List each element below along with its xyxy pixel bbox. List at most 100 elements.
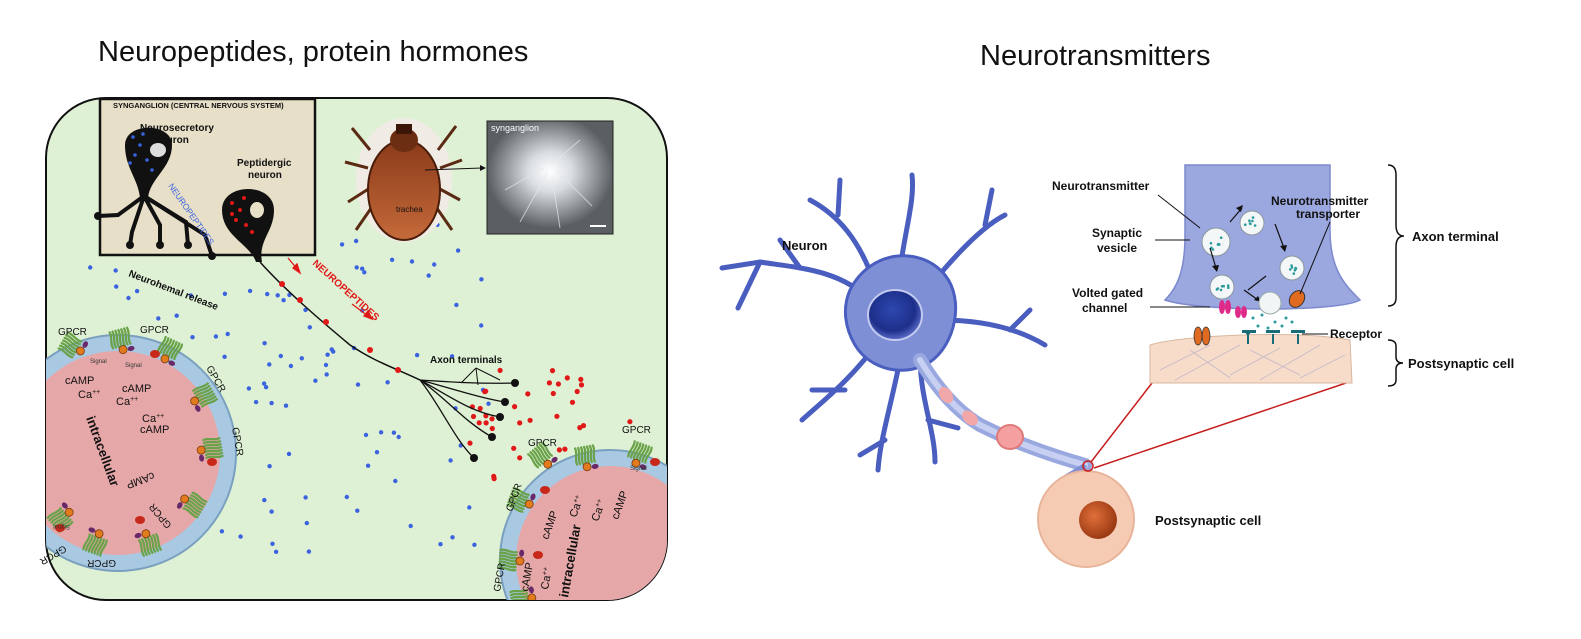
gpcr-glyph	[497, 548, 525, 572]
gpcr-glyph	[506, 487, 536, 513]
synaptic-vesicle-label-1: Synaptic	[1092, 226, 1142, 240]
neuropeptide-dot-blue	[360, 266, 365, 271]
neuropeptide-dot-red	[578, 376, 584, 382]
neuropeptide-dot-red	[546, 380, 553, 386]
gpcr-label: GPCR	[229, 427, 245, 457]
neuropeptide-dot-blue	[472, 542, 477, 547]
neuropeptide-dot-blue	[323, 362, 329, 368]
signal-label: Signal	[90, 359, 107, 365]
zoom-lines	[1090, 382, 1347, 469]
gpcr-label: GPCR	[492, 562, 508, 592]
vesicle	[1239, 210, 1265, 236]
neuropeptide-dot-blue	[114, 284, 119, 289]
neuropeptide-dot-red	[483, 420, 489, 426]
neuropeptide-dot-red	[556, 447, 563, 453]
gpcr-glyph	[196, 436, 225, 462]
signal-marker	[135, 516, 145, 524]
neurotransmitter-dot	[1222, 284, 1225, 288]
signal-label: Signal	[125, 363, 142, 369]
neuropeptide-dot-red	[491, 473, 497, 479]
synapse-detail: Neurotransmitter Synaptic vesicle Volted…	[1052, 164, 1382, 384]
camp-label: cAMP	[140, 424, 169, 436]
axon-terminals-label: Axon terminals	[430, 355, 503, 366]
neuropeptide-dot-blue	[283, 403, 289, 408]
neurosecretory-label-2: neuron	[155, 135, 189, 146]
neurotransmitter-dot	[1290, 264, 1293, 267]
neuropeptide-dot-red	[482, 389, 488, 395]
right-panel-title: Neurotransmitters	[980, 40, 1211, 72]
neuropeptide-dot-blue	[265, 291, 270, 297]
neuropeptide-dot-red	[467, 440, 473, 446]
volted-gated-label-2: channel	[1082, 301, 1127, 315]
synaptic-vesicles	[1201, 210, 1305, 300]
cell-left	[46, 334, 237, 572]
neuropeptide-dot-blue	[288, 363, 294, 369]
neuropeptide-dot-blue	[304, 520, 309, 526]
neuropeptide-dot-blue	[275, 293, 280, 298]
neurotransmitter-dot	[1227, 286, 1230, 290]
neuropeptide-dot-blue	[414, 352, 420, 358]
axon-terminal-label: Axon terminal	[1412, 229, 1499, 244]
neuropeptide-dot-blue	[156, 316, 161, 321]
neurotransmitter-dot	[1219, 288, 1223, 292]
neurotransmitter-dot	[1253, 224, 1257, 227]
neuropeptide-dot-blue	[389, 257, 395, 262]
gpcr-label: GPCR	[528, 438, 557, 449]
neurotransmitter-dot	[1294, 267, 1298, 271]
neuropeptide-dot-blue	[213, 334, 219, 339]
neuropeptide-dot-blue	[247, 288, 253, 294]
neuropeptide-dot-blue	[325, 352, 330, 357]
camp-label: cAMP	[65, 375, 94, 387]
neuropeptide-dot-blue	[134, 288, 140, 294]
neuropeptide-dot-red	[489, 425, 495, 432]
neurosecretory-label-1: Neurosecretory	[140, 123, 214, 134]
neuropeptide-dot-blue	[222, 354, 227, 359]
ca-label: Ca++	[116, 396, 138, 408]
neurotransmitter-dot	[1248, 219, 1251, 222]
signal-marker	[540, 486, 550, 494]
gpcr-glyph	[156, 335, 184, 366]
neuropeptide-dot-blue	[307, 325, 312, 330]
neuropeptide-dot-blue	[353, 238, 359, 244]
neuropeptide-dot-red	[525, 391, 531, 397]
neuropeptide-dot-blue	[391, 430, 397, 435]
neuropeptide-dot-red	[527, 417, 533, 423]
peptidergic-label-2: neuron	[248, 170, 282, 181]
ca-label: Ca++	[142, 413, 164, 425]
neuropeptide-dot-blue	[449, 354, 455, 359]
trachea-label: trachea	[396, 205, 423, 214]
neuropeptide-dot-red	[554, 413, 560, 419]
neuropeptide-dot-red	[564, 375, 570, 381]
neuropeptide-dot-blue	[267, 464, 272, 469]
peptidergic-neuron: Peptidergic neuron	[222, 158, 292, 262]
neuropeptide-dot-red	[578, 382, 585, 388]
neuropeptide-dot-blue	[344, 494, 349, 500]
neuropeptide-dot-blue	[450, 535, 455, 540]
neuropeptide-dot-red	[470, 413, 477, 420]
neuropeptide-dot-red	[517, 420, 523, 426]
volted-gated-label-1: Volted gated	[1072, 286, 1143, 300]
neuropeptide-dot-blue	[355, 508, 360, 513]
gpcr-glyph	[134, 529, 163, 558]
neuropeptide-dot-blue	[303, 307, 308, 313]
neuropeptide-dot-blue	[278, 353, 283, 359]
gpcr-glyph	[508, 586, 537, 600]
neuropeptide-dot-blue	[238, 534, 243, 539]
neuropeptide-dot-red	[574, 388, 580, 395]
neuropeptide-dot-blue	[281, 298, 286, 303]
neuropeptide-dot-red	[580, 423, 587, 429]
postsynaptic-cell-bracket-label: Postsynaptic cell	[1408, 356, 1514, 371]
neuropeptide-dot-blue	[262, 497, 267, 503]
neuropeptide-dot-blue	[246, 386, 252, 391]
gpcr-glyph	[526, 441, 558, 469]
tick-photo: trachea	[344, 118, 486, 242]
vesicle	[1201, 227, 1231, 257]
neuropeptide-dot-red	[497, 367, 503, 373]
neuropeptide-dot-blue	[262, 341, 267, 346]
neuropeptide-dot-red	[477, 405, 483, 412]
neurotransmitter-dot	[1244, 223, 1247, 226]
neurotransmitter-dot	[1209, 242, 1213, 245]
postsynaptic-brace	[1387, 339, 1404, 387]
gpcr-glyph	[82, 527, 108, 557]
